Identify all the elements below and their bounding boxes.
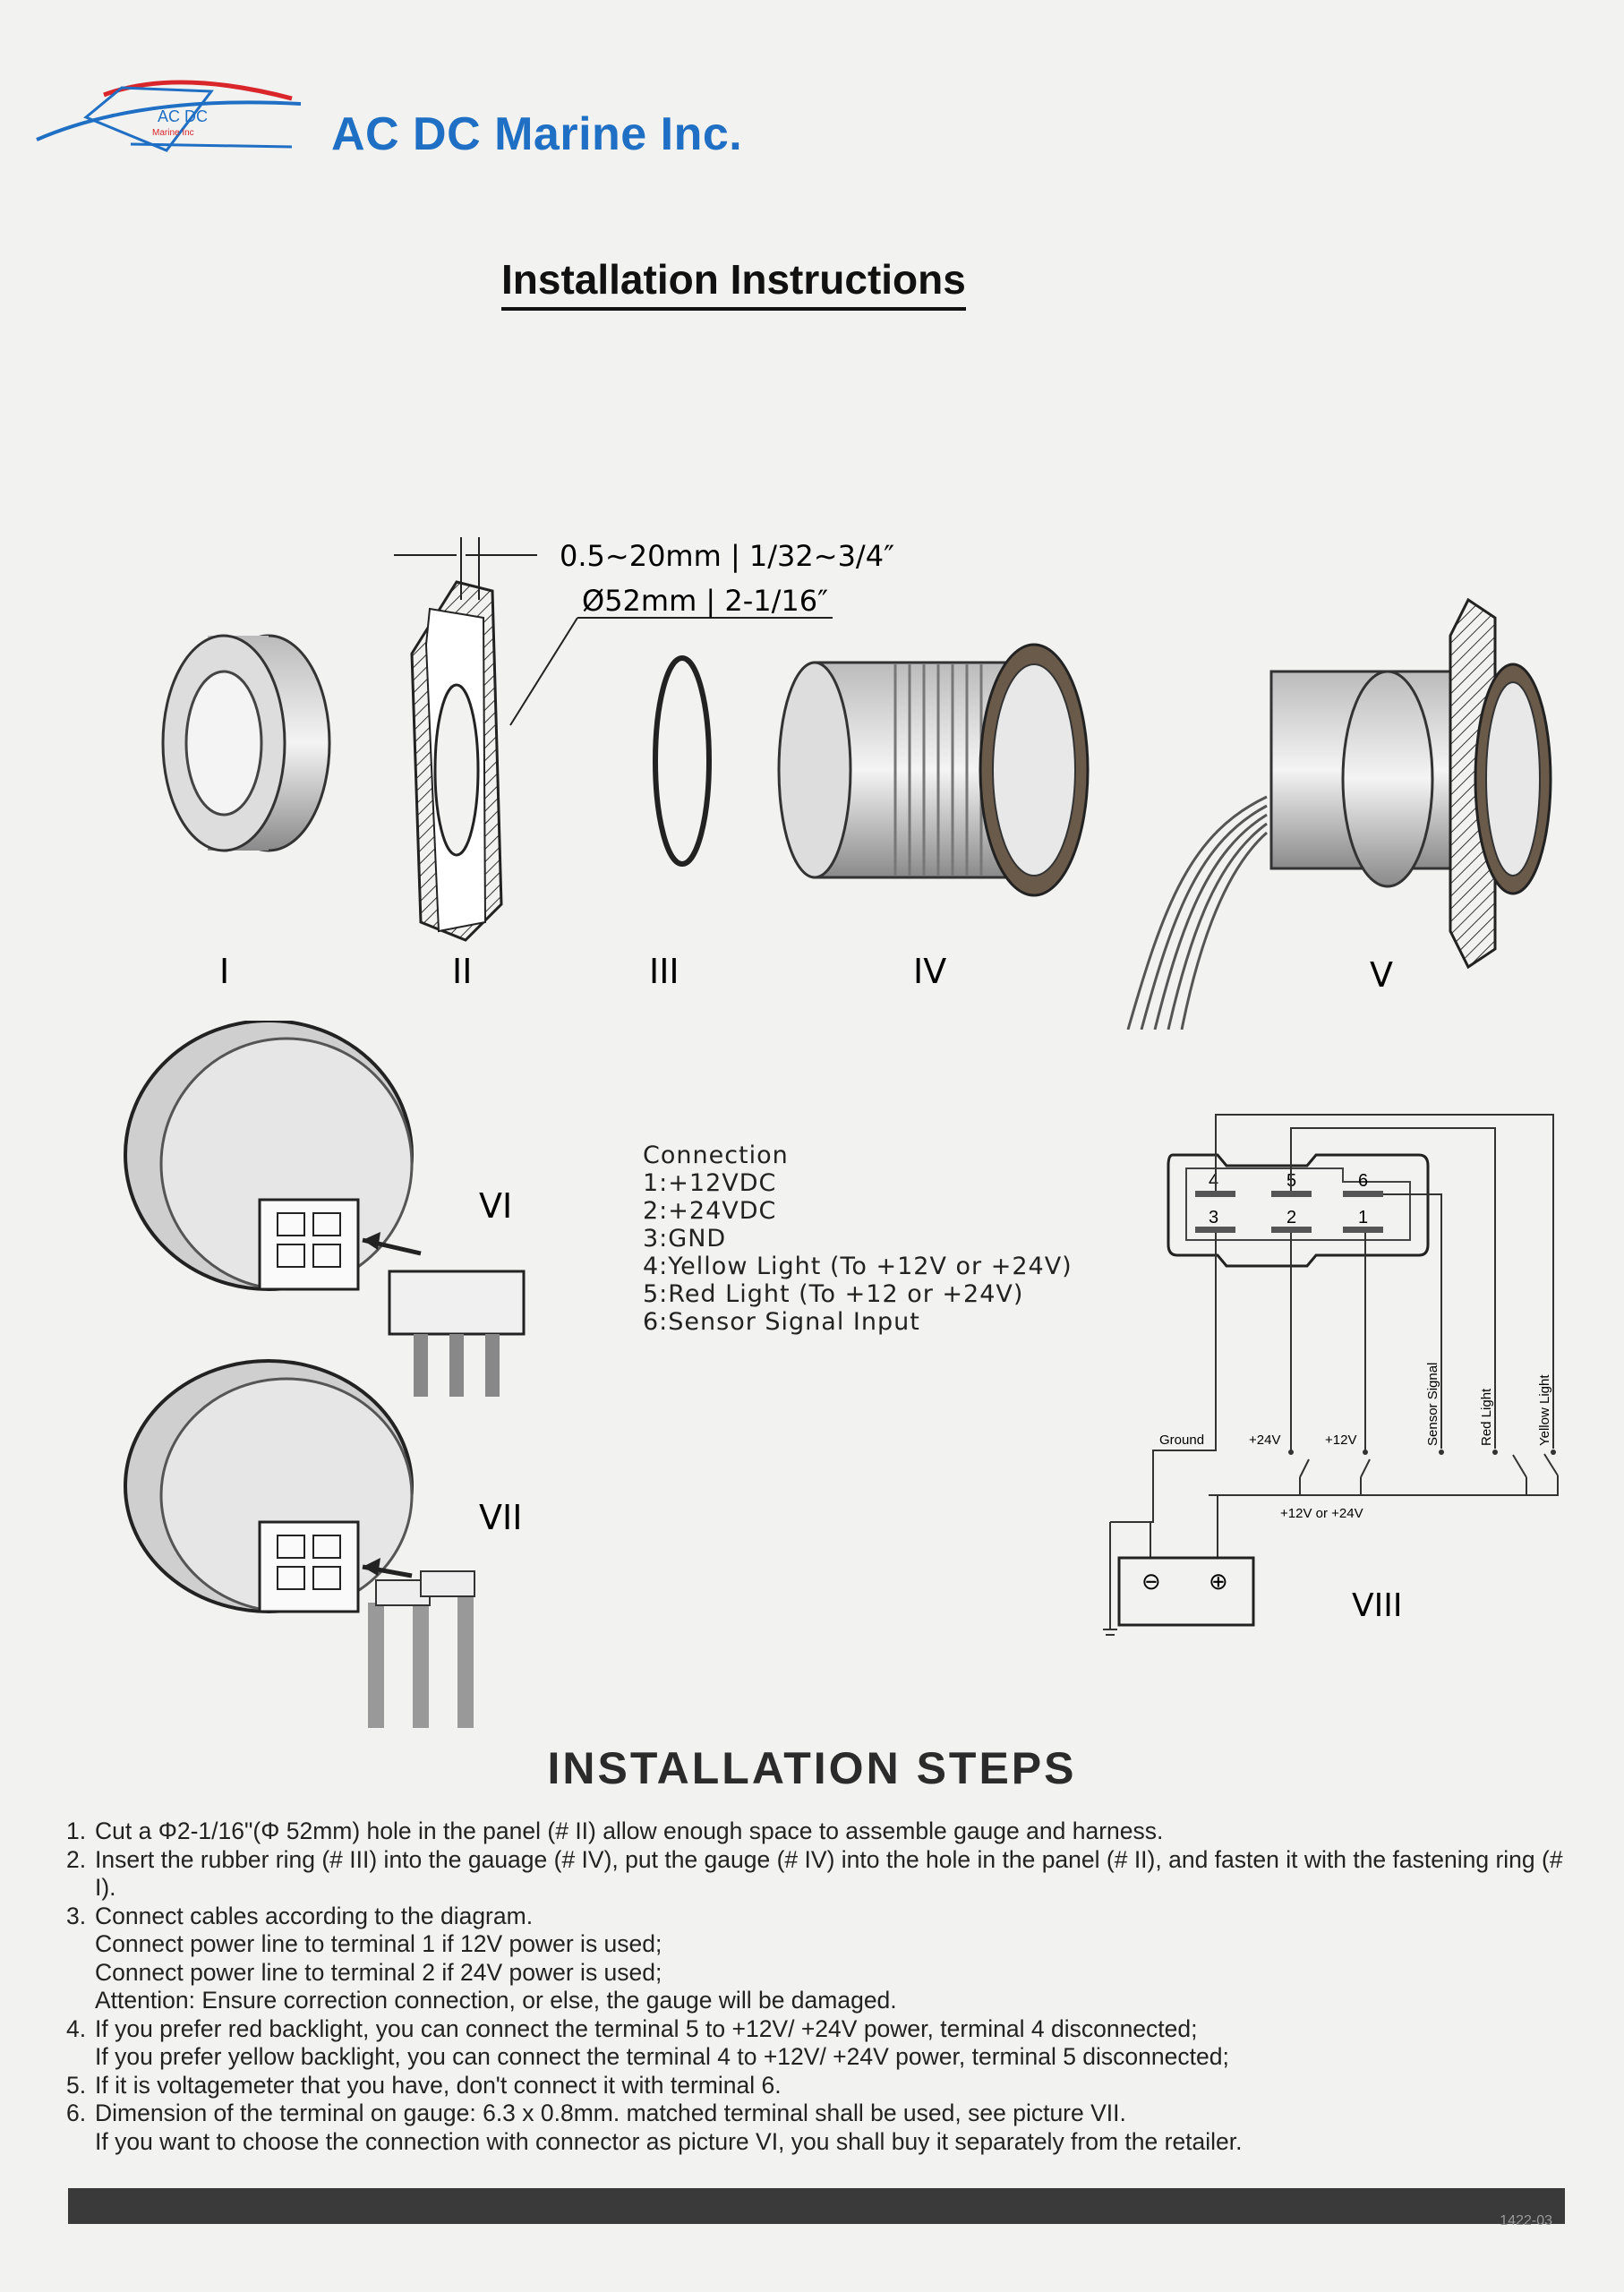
sensor-signal-label: Sensor Signal [1425,1363,1440,1446]
step-text: Connect cables according to the diagram. [95,1902,534,1929]
gauge-body [777,643,1090,897]
pin-1-label: 1 [1358,1208,1368,1227]
connector-view-vii: VII [81,1352,618,1746]
label-III: III [649,952,680,991]
label-I: I [219,952,229,991]
step-item: 2. Insert the rubber ring (# III) into t… [66,1846,1588,1903]
step-number: 1. [66,1817,87,1844]
v24-label: +24V [1249,1432,1280,1448]
wiring-diagram: 4 5 6 3 2 1 [1074,1101,1576,1656]
label-II: II [452,952,472,991]
step-text: If it is voltagemeter that you have, don… [95,2071,782,2099]
pin-2-label: 2 [1286,1208,1296,1227]
step-subitem: Connect power line to terminal 1 if 12V … [66,1930,1588,1959]
page-title: Installation Instructions [501,255,966,311]
step-text: Cut a Φ2-1/16"(Φ 52mm) hole in the panel… [95,1817,1164,1844]
step-item: 5. If it is voltagemeter that you have, … [66,2072,1588,2100]
battery-negative-icon: ⊖ [1141,1568,1161,1595]
step-subitem: Connect power line to terminal 2 if 24V … [66,1959,1588,1988]
step-text: Insert the rubber ring (# III) into the … [95,1845,1563,1902]
connector-view-vi: VI [81,1019,546,1397]
logo-subtext: Marine Inc [152,128,194,138]
step-text: If you want to choose the connection wit… [95,2127,1243,2155]
footer-bar [68,2188,1565,2224]
step-text: Connect power line to terminal 2 if 24V … [95,1958,662,1986]
step-text: Dimension of the terminal on gauge: 6.3 … [95,2100,1126,2126]
connection-line: 3:GND [643,1225,727,1253]
step-text: Attention: Ensure correction connection,… [95,1987,897,2014]
step-number: 6. [66,2100,87,2126]
assembled-gauge [1126,597,1552,1031]
logo-text: AC DC [158,107,208,125]
thickness-label: 0.5~20mm | 1/32~3/4″ [560,539,894,573]
battery [1117,1556,1255,1627]
v12-label: +12V [1325,1432,1356,1448]
label-VI: VI [479,1186,512,1226]
step-number: 4. [66,2014,87,2042]
company-logo: AC DC Marine Inc [32,68,319,158]
ground-label: Ground [1159,1432,1204,1448]
label-VIII: VIII [1352,1587,1402,1624]
exploded-view-diagram: 0.5~20mm | 1/32~3/4″ Ø52mm | 2-1/16″ [134,528,1558,1031]
steps-title: INSTALLATION STEPS [547,1743,1077,1793]
rubber-ring [653,655,712,867]
step-item: 6. Dimension of the terminal on gauge: 6… [66,2100,1588,2128]
step-subitem: Attention: Ensure correction connection,… [66,1987,1588,2015]
label-V: V [1370,955,1393,995]
connection-line: 4:Yellow Light (To +12V or +24V) [643,1253,1073,1280]
bus-label: +12V or +24V [1280,1506,1363,1521]
connection-line: 1:+12VDC [643,1169,777,1197]
step-text: If you prefer red backlight, you can con… [95,2014,1198,2042]
step-number: 3. [66,1902,87,1929]
step-item: 1. Cut a Φ2-1/16"(Φ 52mm) hole in the pa… [66,1817,1588,1846]
panel-plate [410,580,503,942]
pin-6-label: 6 [1358,1171,1368,1191]
battery-positive-icon: ⊕ [1209,1568,1228,1595]
step-subitem: If you prefer yellow backlight, you can … [66,2043,1588,2072]
label-VII: VII [479,1498,522,1537]
connection-legend: Connection 1:+12VDC 2:+24VDC 3:GND 4:Yel… [643,1142,1073,1336]
label-IV: IV [913,952,946,991]
fastening-ring [161,634,331,852]
step-number: 2. [66,1845,87,1873]
step-item: 4. If you prefer red backlight, you can … [66,2015,1588,2044]
step-text: If you prefer yellow backlight, you can … [95,2043,1229,2070]
step-item: 3. Connect cables according to the diagr… [66,1903,1588,1931]
diameter-label: Ø52mm | 2-1/16″ [582,584,828,618]
footer-code: 1422-03 [1500,2213,1552,2228]
red-light-label: Red Light [1479,1388,1494,1446]
connection-line: 5:Red Light (To +12 or +24V) [643,1280,1024,1308]
pin-3-label: 3 [1209,1208,1218,1227]
connector-outline [1167,1153,1430,1268]
step-text: Connect power line to terminal 1 if 12V … [95,1930,662,1957]
step-subitem: If you want to choose the connection wit… [66,2128,1588,2157]
connection-line: 6:Sensor Signal Input [643,1308,920,1336]
step-number: 5. [66,2071,87,2099]
yellow-light-label: Yellow Light [1537,1374,1552,1446]
connection-heading: Connection [643,1142,789,1169]
steps-list: 1. Cut a Φ2-1/16"(Φ 52mm) hole in the pa… [66,1817,1588,2156]
connection-line: 2:+24VDC [643,1197,777,1225]
company-name: AC DC Marine Inc. [331,108,743,160]
pin-4-label: 4 [1209,1171,1218,1191]
